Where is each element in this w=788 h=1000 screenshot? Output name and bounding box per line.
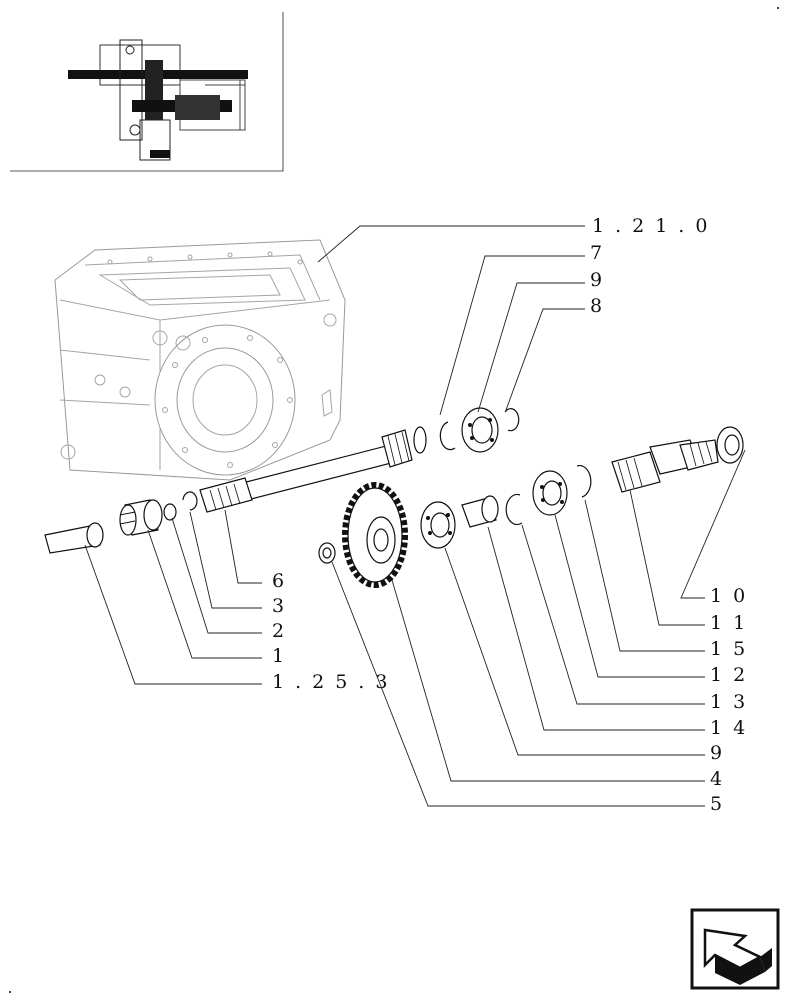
transmission-housing (54, 239, 346, 481)
back-arrow-icon (703, 928, 772, 985)
thumbnail-inset[interactable] (10, 12, 284, 172)
drive-gear[interactable] (342, 482, 408, 588)
coupling-sleeve[interactable] (119, 499, 163, 536)
spacer-ring[interactable] (163, 503, 177, 521)
upper-snap-ring[interactable] (504, 408, 520, 432)
lower-bearing-right[interactable] (532, 470, 568, 516)
back-arrow-button[interactable] (690, 908, 780, 990)
callout-9-upper: 9 (590, 269, 613, 291)
callout-9-lower: 9 (710, 742, 733, 764)
input-shaft-end (44, 522, 104, 554)
corner-dot-top (777, 7, 779, 9)
callout-7: 7 (590, 242, 613, 264)
callout-10: 10 (710, 585, 756, 607)
callout-3: 3 (272, 595, 295, 617)
output-shaft[interactable] (611, 439, 719, 493)
callout-4: 4 (710, 768, 733, 790)
pto-shaft[interactable] (199, 426, 427, 513)
upper-bearing[interactable] (461, 407, 499, 453)
oil-seal[interactable] (716, 426, 744, 464)
thrust-washer[interactable] (318, 542, 336, 564)
callout-2: 2 (272, 620, 295, 642)
callout-11: 11 (710, 612, 756, 634)
lower-circlip-b[interactable] (576, 465, 592, 498)
callout-12: 12 (710, 664, 756, 686)
shaft-circlip[interactable] (182, 491, 198, 511)
lower-bearing-left[interactable] (420, 501, 456, 549)
thumbnail-drawing (68, 39, 248, 161)
callout-13: 13 (710, 691, 756, 713)
callout-14: 14 (710, 717, 756, 739)
leader-lines (84, 225, 746, 807)
callout-1210: 1.21.0 (592, 215, 718, 237)
lower-circlip-a[interactable] (505, 493, 523, 526)
callout-5: 5 (710, 793, 733, 815)
bearing-spacer[interactable] (461, 495, 499, 528)
callout-15: 15 (710, 638, 756, 660)
corner-dot (9, 991, 11, 993)
callout-6: 6 (272, 570, 295, 592)
upper-circlip[interactable] (439, 421, 456, 451)
callout-8: 8 (590, 295, 613, 317)
callout-1: 1 (272, 645, 295, 667)
callout-1253: 1.25.3 (272, 671, 398, 693)
